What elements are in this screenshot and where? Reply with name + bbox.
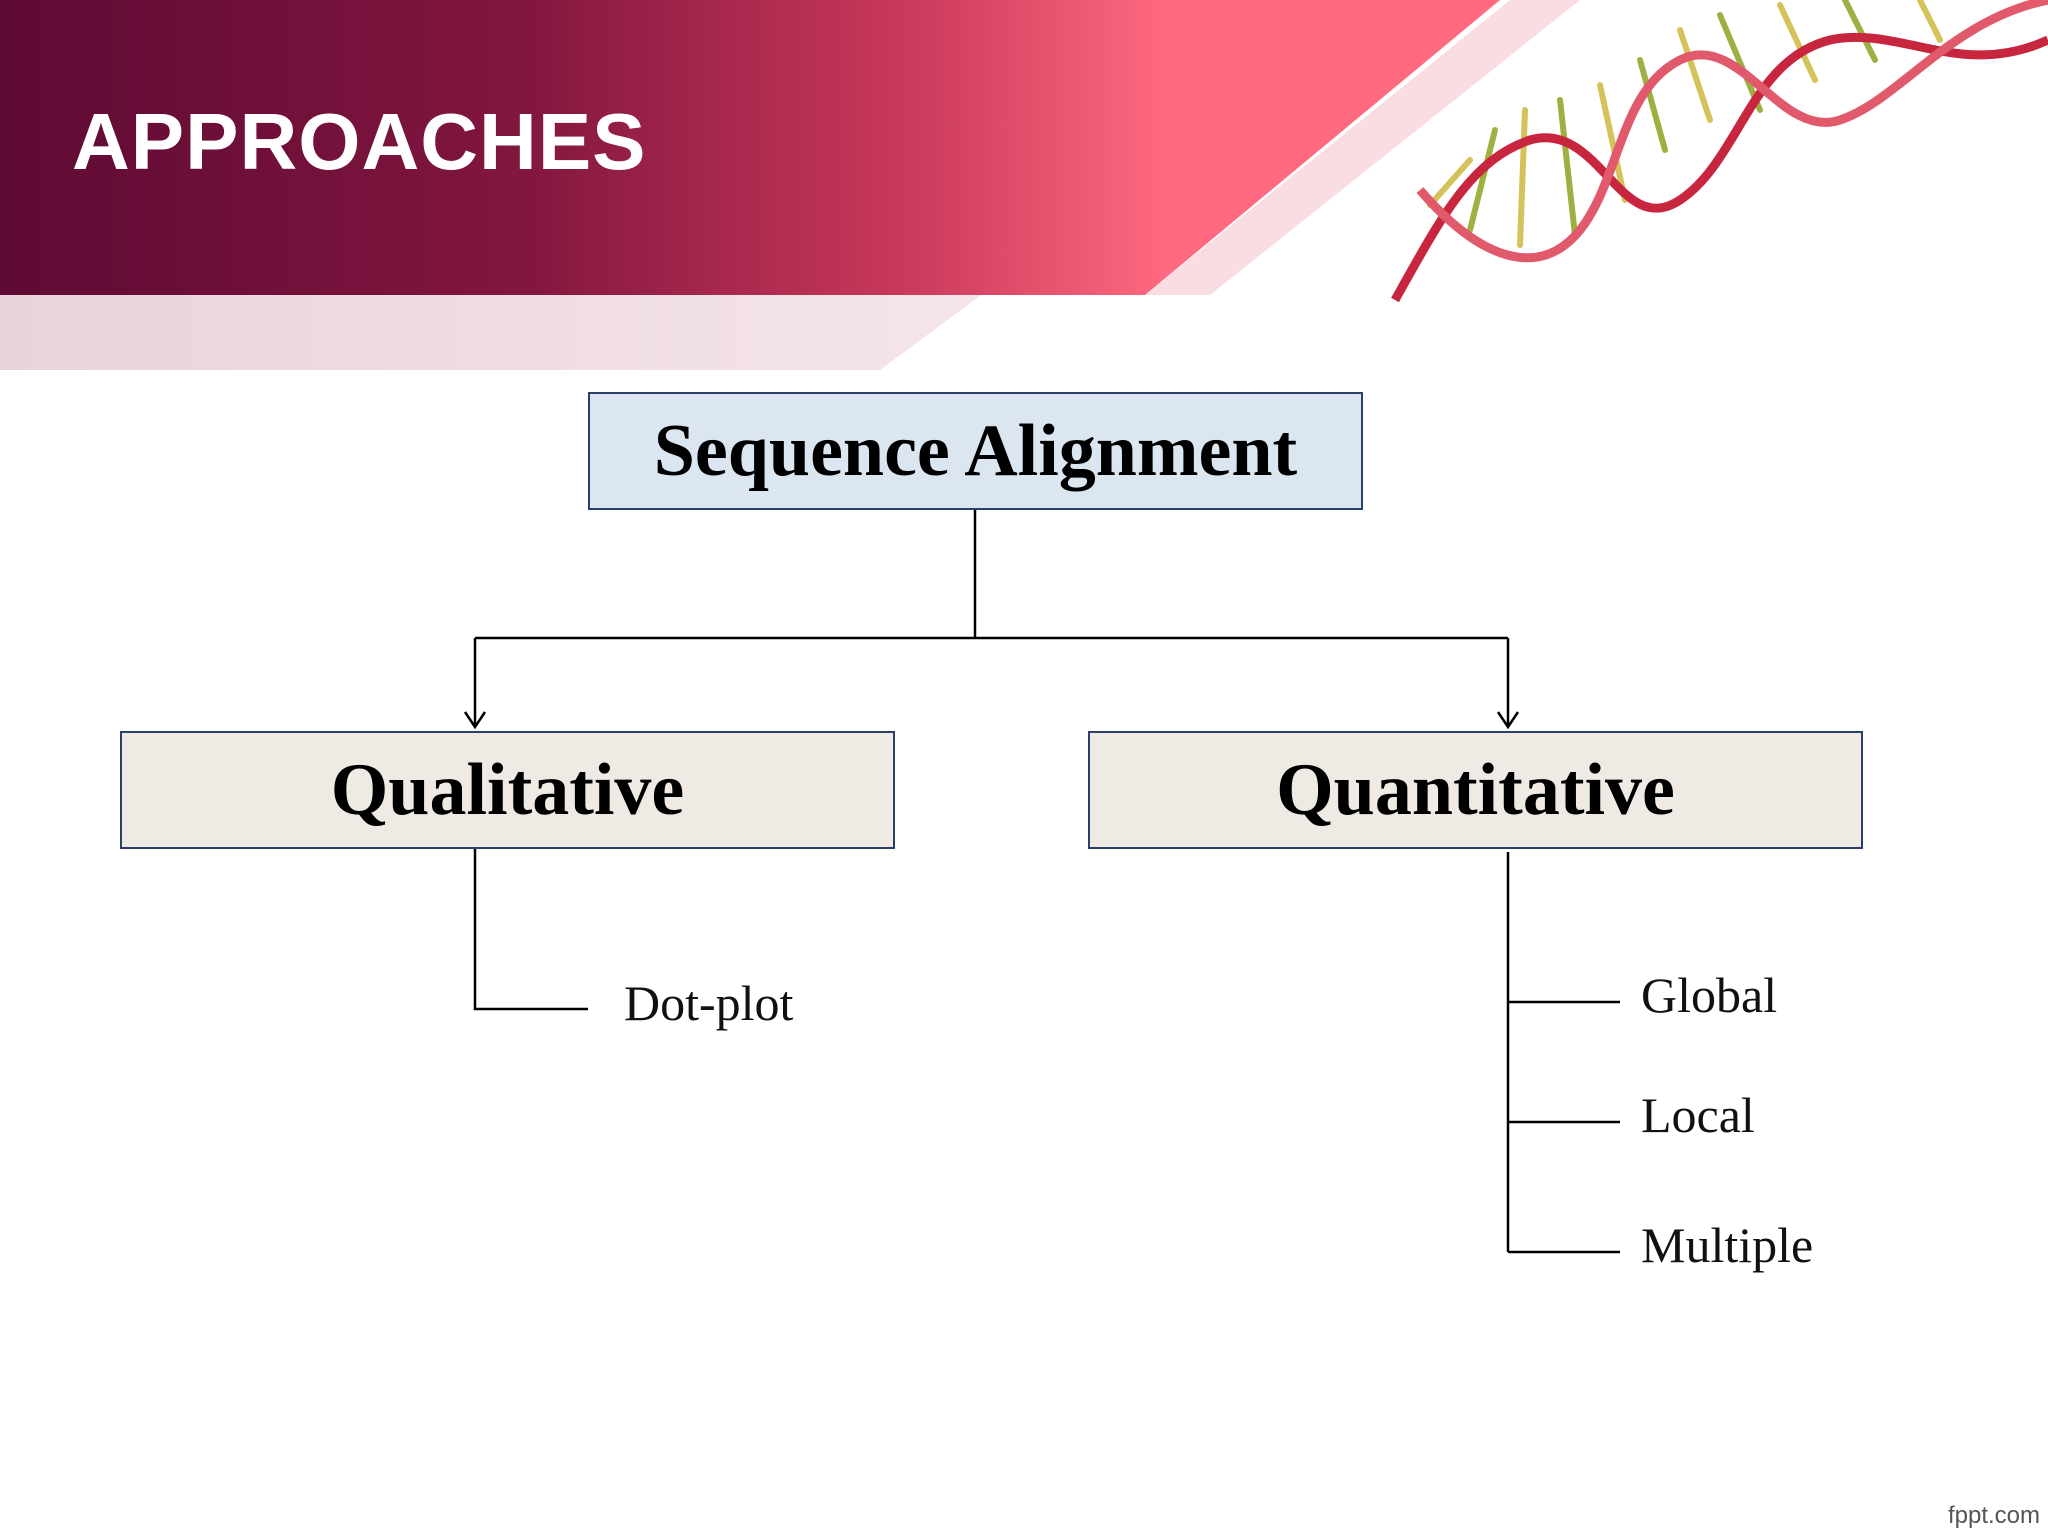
branch-node-qualitative: Qualitative — [120, 731, 895, 849]
footer-brand: fppt.com — [1948, 1502, 2040, 1530]
branch-node-quantitative: Quantitative — [1088, 731, 1863, 849]
leaf-dot-plot: Dot-plot — [624, 974, 793, 1032]
leaf-global: Global — [1641, 966, 1777, 1024]
leaf-local: Local — [1641, 1086, 1755, 1144]
leaf-multiple: Multiple — [1641, 1216, 1813, 1274]
root-node: Sequence Alignment — [588, 392, 1363, 510]
dot-plot-connector — [475, 849, 588, 1009]
